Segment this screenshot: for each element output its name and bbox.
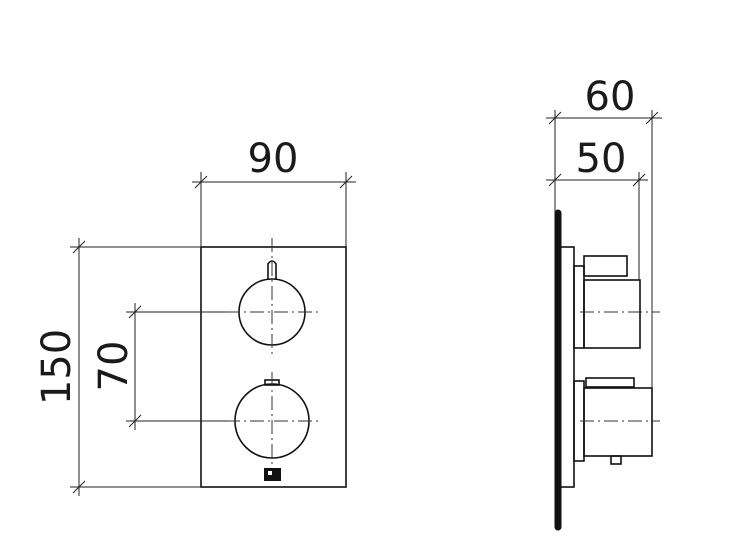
dimension-depth-inner xyxy=(546,172,648,280)
front-view: 90 150 70 xyxy=(34,136,356,496)
dimension-label-depth-outer: 60 xyxy=(585,74,636,120)
front-cover-plate xyxy=(200,246,347,488)
dimension-label-center: 70 xyxy=(91,341,137,392)
dimension-label-depth-inner: 50 xyxy=(576,136,627,182)
dimension-width-top xyxy=(192,172,356,247)
upper-knob xyxy=(226,238,318,356)
lock-indicator xyxy=(264,468,281,481)
mounting-plate xyxy=(559,246,575,488)
dimension-label-height: 150 xyxy=(34,329,80,405)
dimension-height-left xyxy=(70,238,201,496)
dimension-label-width: 90 xyxy=(248,136,299,182)
upper-side-knob xyxy=(573,255,660,349)
dimension-center-distance xyxy=(126,303,228,430)
lower-knob xyxy=(226,372,320,470)
lower-side-knob xyxy=(573,377,660,465)
side-view: 60 50 xyxy=(546,74,662,531)
dimension-depth-outer xyxy=(546,110,662,388)
